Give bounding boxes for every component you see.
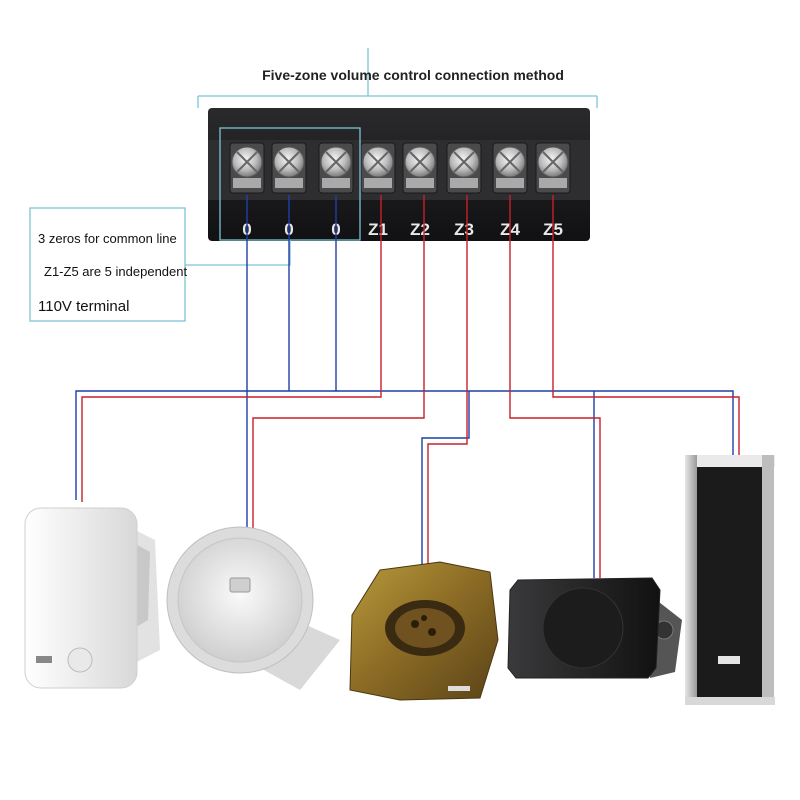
wire-z2 [252, 195, 425, 530]
column-speaker [685, 455, 775, 705]
wall-mount-speaker-white [24, 507, 160, 689]
rock-garden-speaker [349, 561, 499, 701]
page-title: Five-zone volume control connection meth… [262, 67, 564, 83]
terminal-screw [360, 142, 396, 194]
common-callout [29, 127, 361, 322]
wire-common-rock [421, 391, 470, 570]
wire-common-bus [75, 390, 734, 500]
wiring [75, 195, 740, 578]
ceiling-speaker [166, 526, 340, 690]
terminal-screw [446, 142, 482, 194]
wire-z4 [509, 195, 601, 578]
note-common-line: 3 zeros for common line [38, 231, 177, 246]
note-terminal-voltage: 110V terminal [38, 298, 130, 315]
title-bracket [197, 48, 598, 108]
terminal-screw [271, 142, 307, 194]
terminal-label: Z2 [410, 220, 430, 239]
wire-z5 [552, 195, 740, 455]
terminal-label: Z3 [454, 220, 474, 239]
terminal-screws [229, 142, 571, 194]
terminal-screw [402, 142, 438, 194]
terminal-screw [229, 142, 265, 194]
terminal-screw [318, 142, 354, 194]
wire-z3 [427, 195, 468, 568]
note-independent-zones: Z1-Z5 are 5 independent [44, 264, 188, 279]
terminal-screw [535, 142, 571, 194]
terminal-label: Z1 [368, 220, 388, 239]
wall-mount-speaker-black [507, 577, 682, 679]
terminal-screw [492, 142, 528, 194]
wire-z1 [81, 195, 382, 502]
